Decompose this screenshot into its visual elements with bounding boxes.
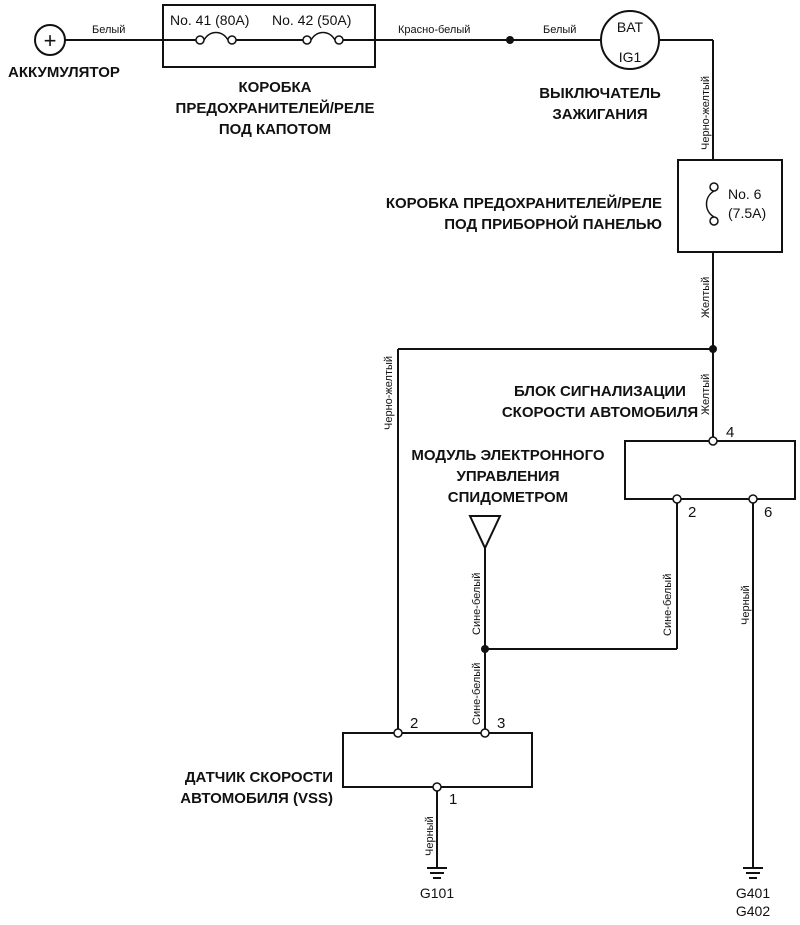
vss-label-line-2: АВТОМОБИЛЯ (VSS) xyxy=(180,790,333,807)
battery: + АККУМУЛЯТОР xyxy=(8,24,120,81)
fuse-42-icon xyxy=(310,31,336,41)
ignition-ig1-label: IG1 xyxy=(619,49,642,65)
vss-pin-2-label: 2 xyxy=(410,715,418,732)
battery-label: АККУМУЛЯТОР xyxy=(8,64,120,81)
fuse-6-icon xyxy=(705,190,715,218)
hood-box-label-line-2: ПРЕДОХРАНИТЕЛЕЙ/РЕЛЕ xyxy=(176,99,375,117)
dash-fuse-box-outline xyxy=(677,159,783,253)
wire-label-white-ignition: Белый xyxy=(543,24,576,36)
fuse-6-amperage: (7.5A) xyxy=(728,205,766,221)
ground-g101-icon xyxy=(427,867,447,879)
wire-label-yellow-unit: Желтый xyxy=(700,374,712,415)
vss-pin-3 xyxy=(480,728,490,738)
speedo-module-label-line-2: УПРАВЛЕНИЯ xyxy=(456,468,559,485)
speedometer-module: МОДУЛЬ ЭЛЕКТРОННОГО УПРАВЛЕНИЯ СПИДОМЕТР… xyxy=(411,447,605,551)
fuse-41-label: No. 41 (80A) xyxy=(170,12,249,28)
fuse-6-terminal-a xyxy=(709,182,719,192)
wire-label-blue-white-module: Сине-белый xyxy=(471,573,483,635)
ground-g401-icon xyxy=(743,867,763,879)
ignition-label-line-1: ВЫКЛЮЧАТЕЛЬ xyxy=(539,85,661,102)
hood-box-label-line-3: ПОД КАПОТОМ xyxy=(219,121,331,138)
vss-pin-2 xyxy=(393,728,403,738)
wire-label-black-pin6: Черный xyxy=(740,585,752,625)
hood-fuse-box: No. 41 (80A) No. 42 (50A) КОРОБКА ПРЕДОХ… xyxy=(162,4,376,138)
battery-symbol: + xyxy=(44,28,57,53)
wire-label-black-yellow-left: Черно-желтый xyxy=(383,356,395,430)
vss-pin-1 xyxy=(432,782,442,792)
fuse-6-number: No. 6 xyxy=(728,186,762,202)
vss-pin-3-label: 3 xyxy=(497,715,505,732)
speed-unit-pin-4-label: 4 xyxy=(726,424,734,441)
ignition-switch: BAT IG1 ВЫКЛЮЧАТЕЛЬ ЗАЖИГАНИЯ xyxy=(539,10,661,123)
fuse-6-terminal-b xyxy=(709,216,719,226)
ground-g401-label: G401 xyxy=(736,885,770,901)
ground-g401-g402: G401 G402 xyxy=(736,867,770,919)
vss-pin-1-label: 1 xyxy=(449,791,457,808)
ignition-bat-label: BAT xyxy=(617,19,644,35)
speedo-module-label-line-3: СПИДОМЕТРОМ xyxy=(448,489,568,506)
wire-label-red-white: Красно-белый xyxy=(398,24,470,36)
hood-box-label-line-1: КОРОБКА xyxy=(238,79,311,96)
speedo-module-input-triangle-icon xyxy=(468,515,502,551)
fuse-42-label: No. 42 (50A) xyxy=(272,12,351,28)
speed-unit-pin-2 xyxy=(672,494,682,504)
speed-unit-outline xyxy=(624,440,796,500)
fuse-42-terminal-a xyxy=(302,35,312,45)
ignition-switch-icon xyxy=(600,10,660,70)
fuse-41-terminal-b xyxy=(227,35,237,45)
splice-top xyxy=(506,36,514,44)
speed-unit-pin-4 xyxy=(708,436,718,446)
ground-g101: G101 xyxy=(420,867,454,901)
vss-label-line-1: ДАТЧИК СКОРОСТИ xyxy=(185,769,333,786)
fuse-41-terminal-a xyxy=(195,35,205,45)
wire-label-white-battery: Белый xyxy=(92,24,125,36)
wire-label-yellow-mid: Желтый xyxy=(700,277,712,318)
speed-unit-pin-6-label: 6 xyxy=(764,504,772,521)
vss-sensor: 2 3 1 ДАТЧИК СКОРОСТИ АВТОМОБИЛЯ (VSS) xyxy=(180,715,533,808)
speed-unit-pin-2-label: 2 xyxy=(688,504,696,521)
fuse-42-terminal-b xyxy=(334,35,344,45)
wire-label-blue-white-pin2: Сине-белый xyxy=(662,574,674,636)
ground-g101-label: G101 xyxy=(420,885,454,901)
dash-box-label-line-2: ПОД ПРИБОРНОЙ ПАНЕЛЬЮ xyxy=(444,215,662,233)
speed-unit-label-line-1: БЛОК СИГНАЛИЗАЦИИ xyxy=(514,383,686,400)
wire-label-blue-white-vss: Сине-белый xyxy=(471,663,483,725)
ignition-label-line-2: ЗАЖИГАНИЯ xyxy=(552,106,647,123)
dash-box-label-line-1: КОРОБКА ПРЕДОХРАНИТЕЛЕЙ/РЕЛЕ xyxy=(386,194,662,212)
speedo-module-label-line-1: МОДУЛЬ ЭЛЕКТРОННОГО xyxy=(411,447,605,464)
wire-label-black-yellow-top: Черно-желтый xyxy=(700,76,712,150)
battery-terminal-icon xyxy=(34,24,66,56)
ground-g402-label: G402 xyxy=(736,903,770,919)
wire-label-black-vss: Черный xyxy=(424,816,436,856)
fuse-41-icon xyxy=(203,31,229,41)
hood-fuse-box-outline xyxy=(162,4,376,68)
speed-unit-pin-6 xyxy=(748,494,758,504)
vss-outline xyxy=(342,732,533,788)
dash-fuse-box: No. 6 (7.5A) КОРОБКА ПРЕДОХРАНИТЕЛЕЙ/РЕЛ… xyxy=(386,159,783,253)
speed-unit-label-line-2: СКОРОСТИ АВТОМОБИЛЯ xyxy=(502,404,698,421)
